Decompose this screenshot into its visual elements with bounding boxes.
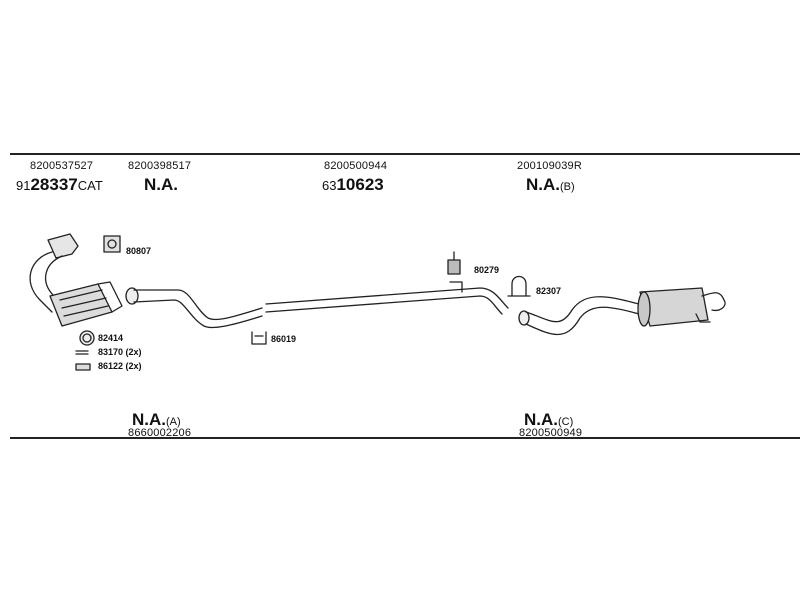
nut-86122-icon <box>75 363 91 371</box>
part-label-86122: 86122 (2x) <box>98 361 142 371</box>
part-label-83170: 83170 (2x) <box>98 347 142 357</box>
header-status-4-text: N.A. <box>526 175 560 194</box>
header-variant-4: (B) <box>560 181 575 193</box>
footer-status-right: N.A.(C) <box>524 410 573 430</box>
footer-code-left: 8660002206 <box>128 427 192 439</box>
bolt-83170-icon <box>75 350 89 355</box>
clamp-82307-icon <box>507 275 531 297</box>
clamp-86019-icon <box>251 331 267 345</box>
rear-silencer <box>518 287 726 335</box>
header-code-4: 200109039R <box>517 160 583 172</box>
part-label-82414: 82414 <box>98 333 124 343</box>
hanger-80279-icon <box>447 251 461 275</box>
footer-variant-left: (A) <box>166 416 181 428</box>
header-number-3-bold: 10623 <box>336 175 384 194</box>
bottom-divider <box>10 437 800 439</box>
part-label-80279: 80279 <box>474 265 500 275</box>
middle-pipe <box>265 281 509 315</box>
gasket-82414-icon <box>79 330 95 346</box>
header-code-3: 8200500944 <box>324 160 388 172</box>
header-code-1: 8200537527 <box>30 160 94 172</box>
header-code-2: 8200398517 <box>128 160 192 172</box>
part-label-82307: 82307 <box>536 286 562 296</box>
header-number-3: 6310623 <box>322 175 384 195</box>
part-label-86019: 86019 <box>271 334 297 344</box>
header-number-3-prefix: 63 <box>322 178 337 193</box>
footer-status-left-text: N.A. <box>132 410 166 429</box>
footer-code-right: 8200500949 <box>519 427 583 439</box>
header-number-1-prefix: 91 <box>16 178 31 193</box>
part-label-80807: 80807 <box>126 246 152 256</box>
top-divider <box>10 153 800 155</box>
header-number-1-bold: 28337 <box>30 175 78 194</box>
header-status-2: N.A. <box>144 175 178 194</box>
footer-status-left: N.A.(A) <box>132 410 181 430</box>
gasket-80807-icon <box>103 235 121 253</box>
header-number-1: 9128337CAT <box>16 175 103 195</box>
catalytic-converter <box>29 233 123 327</box>
footer-status-right-text: N.A. <box>524 410 558 429</box>
header-number-1-suffix: CAT <box>77 178 103 193</box>
front-pipe <box>125 287 263 329</box>
header-status-4: N.A.(B) <box>526 175 575 195</box>
footer-variant-right: (C) <box>558 416 574 428</box>
